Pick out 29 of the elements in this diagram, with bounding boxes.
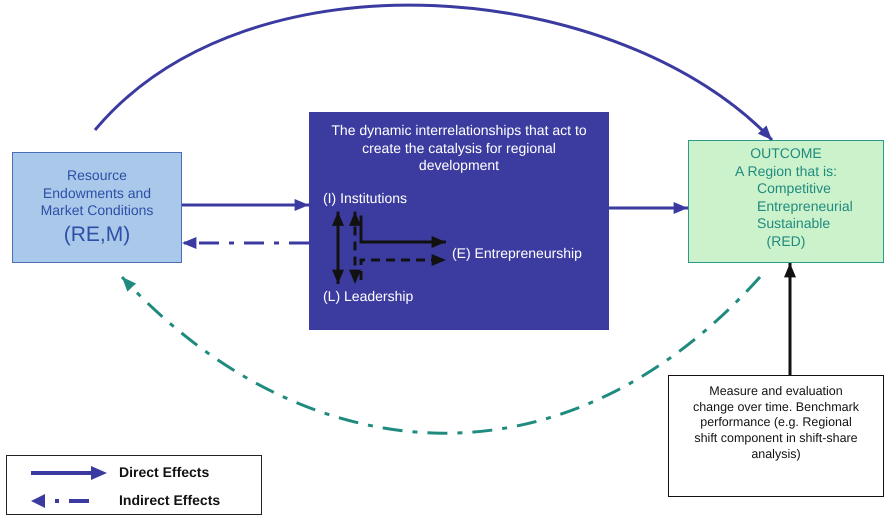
box-heading: Resource Endowments and Market Conditions xyxy=(40,167,154,220)
arrow xyxy=(94,4,773,142)
concept-box xyxy=(12,152,182,263)
arrow xyxy=(182,199,309,211)
concept-box xyxy=(688,140,884,263)
box-heading: OUTCOME xyxy=(749,145,823,162)
box-text: (RED) xyxy=(766,232,806,250)
dashed-arrow xyxy=(349,212,361,284)
legend-label: Indirect Effects xyxy=(119,492,220,508)
arrow xyxy=(609,202,688,214)
dashed-arrow xyxy=(360,254,446,280)
process-box xyxy=(309,112,609,330)
dashed-arrow xyxy=(182,237,309,249)
box-text: The dynamic interrelationships that act to create the catalysis for regional development xyxy=(330,122,588,174)
box-text: (RE,M) xyxy=(62,222,132,248)
node-label: (I) Institutions xyxy=(323,190,408,208)
box-text: Competitive xyxy=(757,180,832,198)
box-text: Sustainable xyxy=(757,215,832,232)
arrow xyxy=(784,263,796,375)
box-text: A Region that is: xyxy=(734,162,838,180)
node-label: (E) Entrepreneurship xyxy=(452,245,582,262)
arrow xyxy=(332,212,344,284)
note-box xyxy=(668,375,884,497)
arrow xyxy=(360,216,446,248)
legend-label: Direct Effects xyxy=(119,464,210,480)
dashed-arrow xyxy=(120,276,762,434)
box-text: Measure and evaluation change over time. Benchmark performance (e.g. Regional shift component in shift-share analysis) xyxy=(692,384,860,462)
box-text: Entrepreneurial xyxy=(757,198,854,215)
node-label: (L) Leadership xyxy=(323,288,414,306)
